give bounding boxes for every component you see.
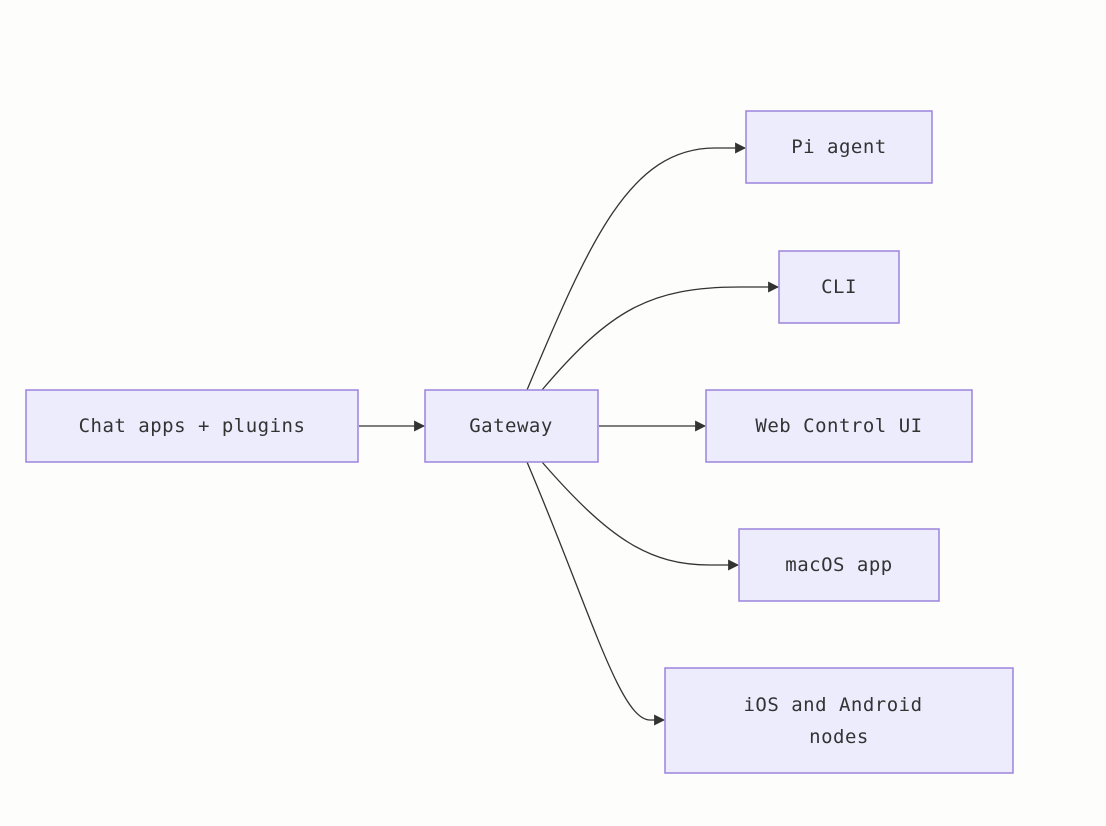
node-label: CLI: [821, 276, 857, 298]
node-macos-app[interactable]: macOS app: [738, 528, 940, 602]
node-cli[interactable]: CLI: [778, 250, 900, 324]
node-label-line-2: nodes: [809, 726, 869, 748]
node-chat-apps-plugins[interactable]: Chat apps + plugins: [25, 389, 359, 463]
node-label: Web Control UI: [755, 415, 922, 437]
node-web-control-ui[interactable]: Web Control UI: [705, 389, 973, 463]
node-label: Gateway: [469, 415, 553, 437]
node-label: macOS app: [785, 554, 892, 576]
edge-gateway-to-mobile-nodes: [526, 461, 666, 726]
edge-gateway-to-pi-agent: [526, 142, 747, 391]
edge-gateway-to-macos-app: [541, 461, 740, 571]
node-pi-agent[interactable]: Pi agent: [745, 110, 933, 184]
node-ios-android-nodes[interactable]: iOS and Android nodes: [664, 667, 1014, 774]
edge-gateway-to-cli: [541, 281, 780, 391]
node-gateway[interactable]: Gateway: [424, 389, 599, 463]
node-label-line-1: iOS and Android: [743, 694, 922, 716]
node-label: Pi agent: [791, 136, 887, 158]
node-label: Chat apps + plugins: [79, 415, 306, 437]
edges: [359, 142, 780, 726]
